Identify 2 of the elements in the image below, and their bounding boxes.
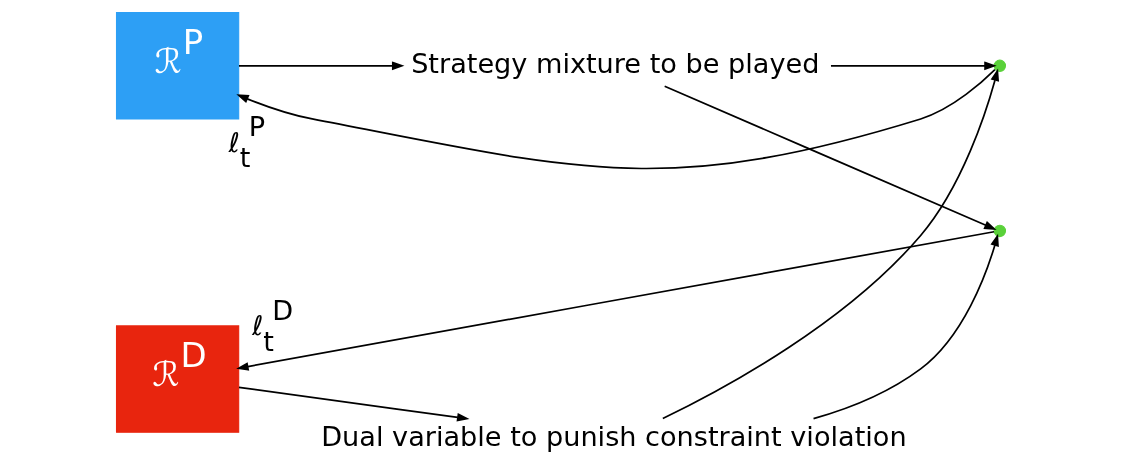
node-text: Dual variable to punish constraint violation xyxy=(321,421,907,453)
node-text: Strategy mixture to be played xyxy=(411,47,820,79)
